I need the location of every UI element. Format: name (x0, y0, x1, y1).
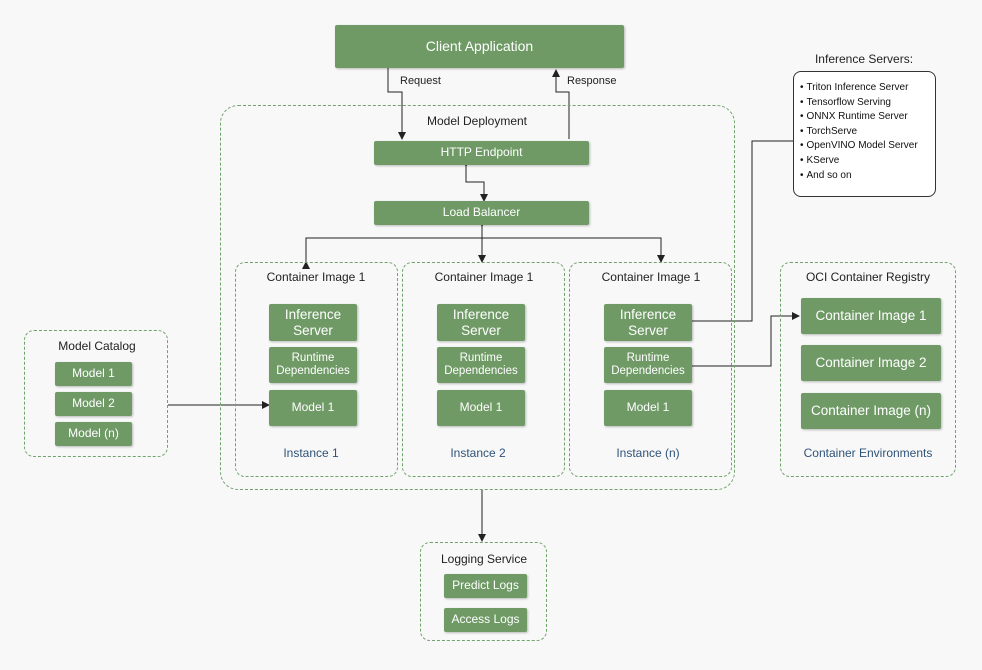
instance-1-label: Instance 1 (283, 446, 339, 460)
logging-service-title: Logging Service (440, 552, 528, 566)
container-environments-label: Container Environments (803, 446, 933, 460)
instance-n-inference-server[interactable]: Inference Server (604, 304, 692, 341)
model-label: Model 1 (626, 400, 670, 415)
instance-2-label: Instance 2 (450, 446, 506, 460)
registry-container-image-2[interactable]: Container Image 2 (801, 345, 941, 381)
inference-server-item: And so on (800, 169, 931, 184)
instance-2-inference-server[interactable]: Inference Server (437, 304, 525, 341)
inference-servers-list-box: Triton Inference Server Tensorflow Servi… (793, 71, 936, 197)
catalog-model-label: Model 2 (72, 396, 115, 411)
predict-logs-label: Predict Logs (452, 578, 519, 593)
inference-server-item: TorchServe (800, 125, 931, 140)
access-logs-label: Access Logs (451, 612, 520, 627)
inference-server-item: Triton Inference Server (800, 81, 931, 96)
runtime-dependencies-label: Runtime Dependencies (276, 351, 350, 377)
http-endpoint-label: HTTP Endpoint (440, 145, 523, 160)
registry-container-image-n[interactable]: Container Image (n) (801, 393, 941, 429)
access-logs-box[interactable]: Access Logs (444, 608, 527, 632)
instance-2-runtime-dependencies[interactable]: Runtime Dependencies (437, 347, 525, 383)
model-deployment-container (220, 105, 735, 490)
instance-2-model[interactable]: Model 1 (437, 390, 525, 426)
client-application-box[interactable]: Client Application (335, 25, 624, 68)
request-label: Request (400, 75, 441, 87)
runtime-dependencies-label: Runtime Dependencies (444, 351, 518, 377)
instance-n-image-title: Container Image 1 (601, 270, 701, 284)
instance-n-label: Instance (n) (616, 446, 680, 460)
instance-1-container (235, 262, 398, 477)
http-endpoint-box[interactable]: HTTP Endpoint (374, 141, 589, 165)
instance-n-runtime-dependencies[interactable]: Runtime Dependencies (604, 347, 692, 383)
catalog-model-2[interactable]: Model 2 (55, 392, 132, 416)
inference-server-label: Inference Server (619, 306, 677, 338)
runtime-dependencies-label: Runtime Dependencies (611, 351, 685, 377)
catalog-model-1[interactable]: Model 1 (55, 362, 132, 386)
model-label: Model 1 (459, 400, 503, 415)
instance-1-image-title: Container Image 1 (266, 270, 366, 284)
inference-servers-title: Inference Servers: (814, 52, 914, 66)
oci-container-registry-container (780, 262, 956, 477)
response-label: Response (567, 75, 617, 87)
instance-2-container (402, 262, 565, 477)
predict-logs-box[interactable]: Predict Logs (444, 574, 527, 598)
instance-n-container (569, 262, 732, 477)
load-balancer-box[interactable]: Load Balancer (374, 201, 589, 225)
inference-server-item: KServe (800, 154, 931, 169)
catalog-model-n[interactable]: Model (n) (55, 422, 132, 446)
inference-server-item: ONNX Runtime Server (800, 110, 931, 125)
catalog-model-label: Model 1 (72, 366, 115, 381)
registry-image-label: Container Image 1 (815, 308, 927, 324)
model-deployment-title: Model Deployment (426, 114, 528, 128)
inference-server-label: Inference Server (284, 306, 342, 338)
instance-1-inference-server[interactable]: Inference Server (269, 304, 357, 341)
inference-server-item: Tensorflow Serving (800, 96, 931, 111)
instance-1-model[interactable]: Model 1 (269, 390, 357, 426)
instance-n-model[interactable]: Model 1 (604, 390, 692, 426)
inference-server-item: OpenVINO Model Server (800, 139, 931, 154)
model-catalog-container (24, 330, 168, 457)
oci-container-registry-title: OCI Container Registry (805, 270, 931, 284)
registry-container-image-1[interactable]: Container Image 1 (801, 298, 941, 334)
instance-2-image-title: Container Image 1 (434, 270, 534, 284)
instance-1-runtime-dependencies[interactable]: Runtime Dependencies (269, 347, 357, 383)
inference-server-label: Inference Server (452, 306, 510, 338)
model-label: Model 1 (291, 400, 335, 415)
model-catalog-title: Model Catalog (58, 339, 136, 353)
inference-servers-list: Triton Inference Server Tensorflow Servi… (800, 81, 931, 183)
client-application-label: Client Application (425, 38, 534, 55)
logging-service-container (420, 542, 547, 641)
registry-image-label: Container Image 2 (815, 355, 927, 371)
load-balancer-label: Load Balancer (442, 205, 521, 220)
catalog-model-label: Model (n) (68, 426, 119, 441)
registry-image-label: Container Image (n) (810, 403, 932, 419)
